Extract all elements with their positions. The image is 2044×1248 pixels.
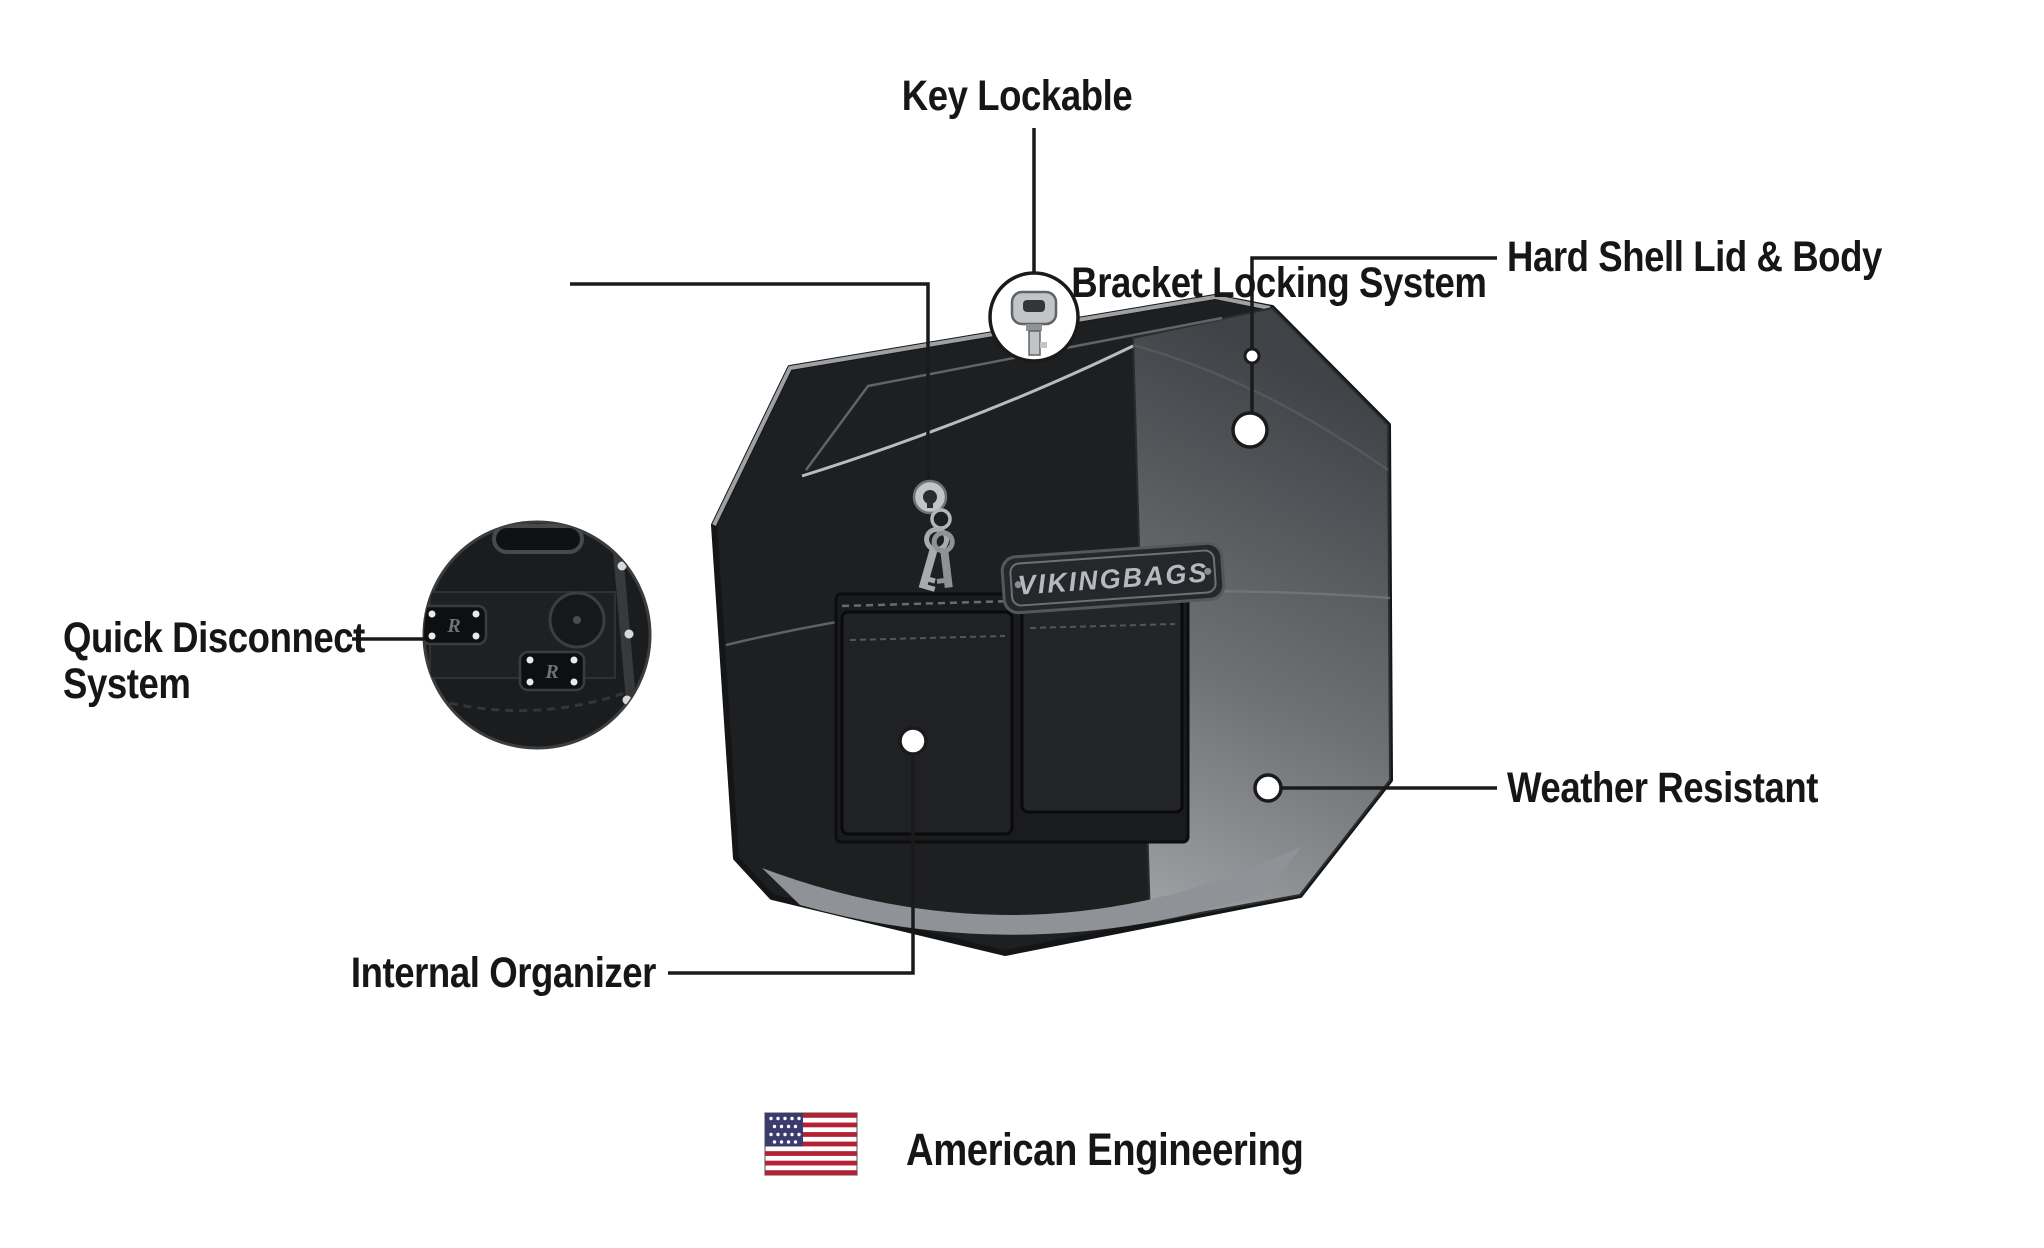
quick-disconnect-line1: Quick Disconnect xyxy=(63,614,365,662)
brand-plate: VIKINGBAGS xyxy=(1000,541,1226,615)
bracket-clip-lower: R xyxy=(518,650,586,692)
callout-label-key-lockable: Key Lockable xyxy=(901,72,1133,120)
pocket-left-stitch xyxy=(849,635,1006,641)
us-flag-icon xyxy=(764,1112,858,1176)
pocket-right-stitch xyxy=(1029,623,1176,629)
callout-label-quick-disconnect-system: Quick Disconnect System xyxy=(63,614,365,708)
lock-keys xyxy=(918,508,955,592)
lid-opening-rim xyxy=(801,344,1134,478)
callout-marker-internal-organizer xyxy=(898,726,928,756)
organizer-pocket-right xyxy=(1020,598,1184,814)
organizer-pocket-left xyxy=(840,610,1014,836)
callout-label-bracket-locking-system: Bracket Locking System xyxy=(1070,259,1487,307)
svg-text:R: R xyxy=(446,615,460,637)
bracket-clip-upper: R xyxy=(424,604,488,646)
callout-label-hard-shell-lid-body: Hard Shell Lid & Body xyxy=(1507,233,1882,281)
saddlebag-illustration: VIKINGBAGS xyxy=(711,294,1393,956)
lock-keyhole xyxy=(912,479,948,515)
handle-cutout xyxy=(492,524,584,554)
strap-curve xyxy=(435,686,639,713)
american-engineering-label: American Engineering xyxy=(906,1124,1304,1175)
internal-organizer-pockets xyxy=(834,592,1190,844)
lid-inner-crease xyxy=(1132,343,1389,472)
callout-line-bracket-locking xyxy=(570,282,930,479)
callout-label-internal-organizer: Internal Organizer xyxy=(350,949,657,997)
callout-label-weather-resistant: Weather Resistant xyxy=(1507,764,1819,812)
callout-marker-hard-shell-dot xyxy=(1243,347,1261,365)
bag-floor xyxy=(762,846,1302,935)
quick-disconnect-line2: System xyxy=(63,659,191,708)
callout-marker-hard-shell xyxy=(1231,411,1269,449)
callout-line-internal-organizer xyxy=(668,754,915,975)
callout-markers xyxy=(898,347,1283,803)
quick-disconnect-inset: R R xyxy=(422,520,652,750)
svg-text:R: R xyxy=(544,661,558,683)
lid-rim-line xyxy=(804,316,1223,471)
key-icon xyxy=(988,271,1080,363)
callout-marker-weather-resistant xyxy=(1253,773,1283,803)
